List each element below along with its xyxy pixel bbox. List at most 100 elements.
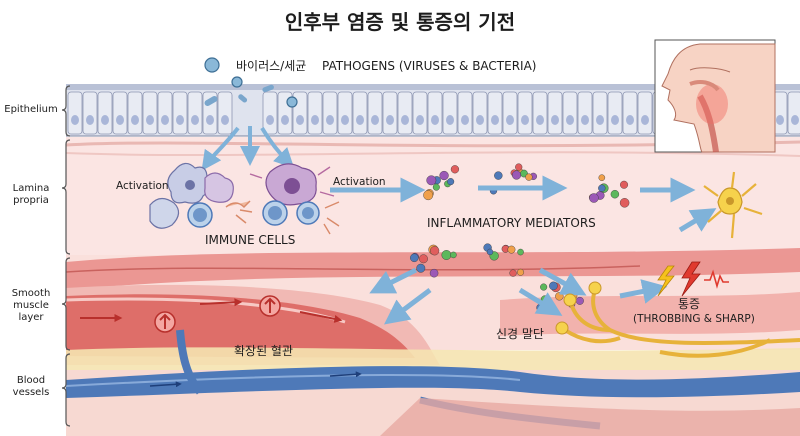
mediator-molecule xyxy=(575,296,584,305)
epithelial-cell xyxy=(172,91,188,135)
cell-nucleus xyxy=(281,115,289,125)
cell-nucleus xyxy=(536,115,544,125)
epithelial-cell xyxy=(562,91,578,135)
epithelial-cell xyxy=(412,91,428,135)
epithelial-cell xyxy=(442,91,458,135)
mediator-molecule xyxy=(450,165,460,174)
bacteria-icon xyxy=(262,84,274,93)
epithelial-cell xyxy=(472,91,488,135)
label-blood-vessels: Blood vessels xyxy=(12,375,50,398)
cell-nucleus xyxy=(596,115,604,125)
epithelial-cell xyxy=(322,91,338,135)
lightning-bolt-icon xyxy=(657,261,729,297)
virus-icon xyxy=(231,76,243,88)
mediator-molecule xyxy=(525,173,533,181)
mediator-molecule xyxy=(509,269,517,277)
cell-nucleus xyxy=(416,115,424,125)
cell-nucleus xyxy=(71,115,79,125)
layer-brackets xyxy=(61,85,71,427)
mediator-molecule xyxy=(589,193,599,203)
mediator-molecule xyxy=(429,268,439,278)
invasion-arrows xyxy=(201,126,295,171)
cell-nucleus xyxy=(221,115,229,125)
pathogens xyxy=(204,57,298,108)
dilated-vessel xyxy=(65,284,440,365)
epithelial-cell xyxy=(427,91,443,135)
bacteria-icon xyxy=(204,96,218,106)
activation-left: Activation xyxy=(116,180,169,192)
epithelial-cell xyxy=(622,91,638,135)
epithelial-cell xyxy=(97,91,113,135)
epithelial-cell xyxy=(787,91,800,135)
mediator-molecule xyxy=(507,245,516,254)
epithelial-cell xyxy=(142,91,158,135)
epithelial-cell xyxy=(307,91,323,135)
cell-nucleus xyxy=(371,115,379,125)
mediator-molecule xyxy=(441,250,452,260)
epithelial-cell xyxy=(67,91,83,135)
cell-nucleus xyxy=(341,115,349,125)
cell-nucleus xyxy=(626,115,634,125)
epithelial-cell xyxy=(187,91,203,135)
cell-nucleus xyxy=(296,115,304,125)
cell-nucleus xyxy=(176,115,184,125)
mediator-molecule xyxy=(620,180,629,189)
epithelial-cell xyxy=(262,91,278,135)
cell-nucleus xyxy=(401,115,409,125)
epithelial-cell xyxy=(112,91,128,135)
cell-nucleus xyxy=(206,115,214,125)
cell-nucleus xyxy=(386,115,394,125)
mediator-molecule xyxy=(416,263,426,273)
cell-nucleus xyxy=(491,115,499,125)
epithelial-cell xyxy=(127,91,143,135)
cell-nucleus xyxy=(776,115,784,125)
epithelial-cell xyxy=(577,91,593,135)
cell-nucleus xyxy=(131,115,139,125)
epithelial-cell xyxy=(517,91,533,135)
label-lamina-propria: Lamina propria xyxy=(12,183,50,206)
throat-anatomy-icon xyxy=(654,39,776,153)
epithelial-cell xyxy=(457,91,473,135)
mediator-molecule xyxy=(540,283,548,291)
epithelial-cell xyxy=(217,91,233,135)
mediator-molecule xyxy=(410,253,419,263)
mediator-molecule xyxy=(517,248,524,256)
mediator-arrows xyxy=(369,175,717,325)
pain-english-label: (THROBBING & SHARP) xyxy=(633,313,755,325)
epithelial-cell xyxy=(382,91,398,135)
pathogens-english: PATHOGENS (VIRUSES & BACTERIA) xyxy=(322,59,537,73)
epithelial-cell xyxy=(487,91,503,135)
mediator-molecule xyxy=(610,190,620,199)
mediator-molecule xyxy=(555,292,564,301)
mediator-molecule xyxy=(432,183,440,191)
mediator-molecule xyxy=(619,198,630,208)
epithelial-cell xyxy=(532,91,548,135)
dilated-vessel-label: 확장된 혈관 xyxy=(234,344,294,358)
cell-nucleus xyxy=(461,115,469,125)
cell-nucleus xyxy=(116,115,124,125)
nerve-ending-label: 신경 말단 xyxy=(496,327,544,341)
epithelial-cell xyxy=(592,91,608,135)
cell-nucleus xyxy=(161,115,169,125)
epithelial-cell xyxy=(352,91,368,135)
mediator-molecule xyxy=(511,170,522,180)
inflammatory-mediators-label: INFLAMMATORY MEDIATORS xyxy=(427,216,596,230)
cell-nucleus xyxy=(611,115,619,125)
epithelial-cell xyxy=(397,91,413,135)
mediator-molecule xyxy=(423,190,434,201)
epithelial-cell xyxy=(607,91,623,135)
mediator-molecules xyxy=(410,163,630,312)
epithelial-cell xyxy=(637,91,653,135)
mediator-molecule xyxy=(426,175,437,186)
mediator-molecule xyxy=(494,171,503,180)
cell-nucleus xyxy=(326,115,334,125)
cell-nucleus xyxy=(551,115,559,125)
cell-nucleus xyxy=(581,115,589,125)
label-epithelium: Epithelium xyxy=(4,104,58,115)
mediator-molecule xyxy=(486,248,494,256)
epithelial-cell xyxy=(502,91,518,135)
page-title: 인후부 염증 및 통증의 기전 xyxy=(284,10,516,34)
epithelial-cell xyxy=(82,91,98,135)
